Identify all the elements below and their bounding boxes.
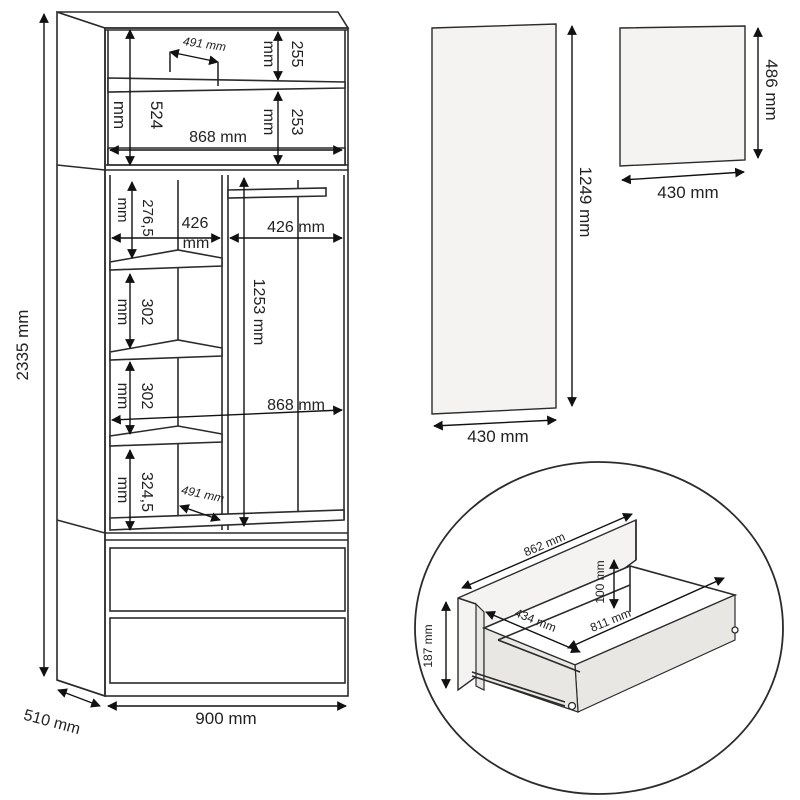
wardrobe-front-frame bbox=[104, 27, 349, 697]
label-upper-shelf-top: 255 bbox=[288, 41, 305, 68]
dim-tall-door-width bbox=[433, 415, 557, 431]
wardrobe-labels: 2335 mm 510 mm 900 mm 524 mm 255 mm 253 … bbox=[13, 34, 325, 738]
label-upper-shelf-top-unit: mm bbox=[260, 41, 277, 68]
label-upper-height-unit: mm bbox=[110, 101, 129, 129]
label-left-shelf-2-unit: mm bbox=[114, 299, 131, 326]
label-drawer-front-height: 187 mm bbox=[421, 624, 435, 667]
left-shelf-3 bbox=[109, 425, 223, 447]
label-small-door-width: 430 mm bbox=[657, 183, 718, 202]
label-upper-height: 524 bbox=[147, 101, 166, 129]
label-left-shelf-3: 302 bbox=[138, 383, 155, 410]
dim-drawer-inner-depth bbox=[567, 577, 725, 649]
drawer-box-side bbox=[475, 602, 485, 691]
label-upper-inner-width: 868 mm bbox=[189, 129, 247, 146]
dim-drawer-inner-width bbox=[485, 610, 581, 654]
hanging-rail bbox=[227, 187, 327, 199]
label-hanging-height: 1253 mm bbox=[250, 279, 267, 346]
drawer-front-edge bbox=[457, 597, 477, 605]
label-width: 900 mm bbox=[195, 709, 256, 728]
label-left-shelf-4: 324,5 bbox=[138, 472, 155, 512]
drawer-runner-rail-lower bbox=[471, 675, 566, 707]
small-door: 486 mm 430 mm bbox=[619, 25, 781, 202]
label-depth: 510 mm bbox=[22, 707, 82, 738]
label-total-height: 2335 mm bbox=[13, 310, 32, 381]
label-left-column-width-unit: mm bbox=[183, 235, 210, 252]
drawer-runner-rail bbox=[471, 671, 566, 703]
small-door-panel bbox=[619, 25, 746, 167]
dim-upper-shelf-depth bbox=[169, 49, 219, 65]
label-left-shelf-1-unit: mm bbox=[114, 198, 131, 223]
label-left-shelf-1: 276,5 bbox=[139, 199, 156, 237]
wardrobe-top-face bbox=[56, 11, 350, 29]
dim-lower-shelf-depth bbox=[179, 504, 221, 522]
label-left-shelf-2: 302 bbox=[138, 299, 155, 326]
wardrobe-side-division-1 bbox=[56, 164, 106, 171]
label-upper-shelf-depth: 491 mm bbox=[182, 34, 227, 54]
wardrobe-drawing bbox=[56, 10, 350, 698]
dim-lower-inner-width bbox=[111, 405, 343, 425]
label-tall-door-width: 430 mm bbox=[467, 427, 528, 446]
wardrobe-side-division-2 bbox=[56, 519, 106, 534]
drawer-runner-wheel bbox=[567, 701, 577, 711]
label-left-shelf-3-unit: mm bbox=[114, 383, 131, 410]
label-upper-shelf-bottom: 253 bbox=[288, 109, 305, 136]
label-left-column-width: 426 bbox=[182, 215, 209, 232]
drawer-detail: 862 mm 187 mm 100 mm 434 mm 811 mm bbox=[414, 461, 784, 795]
dim-depth bbox=[57, 688, 101, 708]
label-small-door-height: 486 mm bbox=[762, 59, 781, 120]
tall-door-panel bbox=[431, 23, 557, 415]
left-shelf-1 bbox=[109, 249, 223, 271]
drawer-bottom bbox=[109, 617, 346, 684]
label-tall-door-height: 1249 mm bbox=[576, 167, 595, 238]
label-left-shelf-4-unit: mm bbox=[114, 477, 131, 504]
dim-small-door-width bbox=[621, 167, 745, 185]
label-lower-inner-width: 868 mm bbox=[267, 397, 325, 414]
label-right-column-width: 426 mm bbox=[267, 219, 325, 236]
upper-shelf bbox=[107, 77, 346, 93]
left-shelf-2 bbox=[109, 339, 223, 361]
label-upper-shelf-bottom-unit: mm bbox=[260, 109, 277, 136]
drawer-back-wheel bbox=[731, 626, 739, 634]
label-lower-shelf-depth: 491 mm bbox=[180, 483, 225, 506]
dim-drawer-front-width bbox=[461, 513, 633, 589]
middle-bottom-panel bbox=[109, 509, 345, 531]
tall-door: 1249 mm 430 mm bbox=[431, 23, 595, 446]
drawer-top bbox=[109, 547, 346, 612]
wardrobe-side-panel bbox=[56, 10, 106, 698]
label-drawer-inner-height: 100 mm bbox=[593, 560, 607, 603]
wardrobe-dimensions bbox=[39, 13, 347, 711]
